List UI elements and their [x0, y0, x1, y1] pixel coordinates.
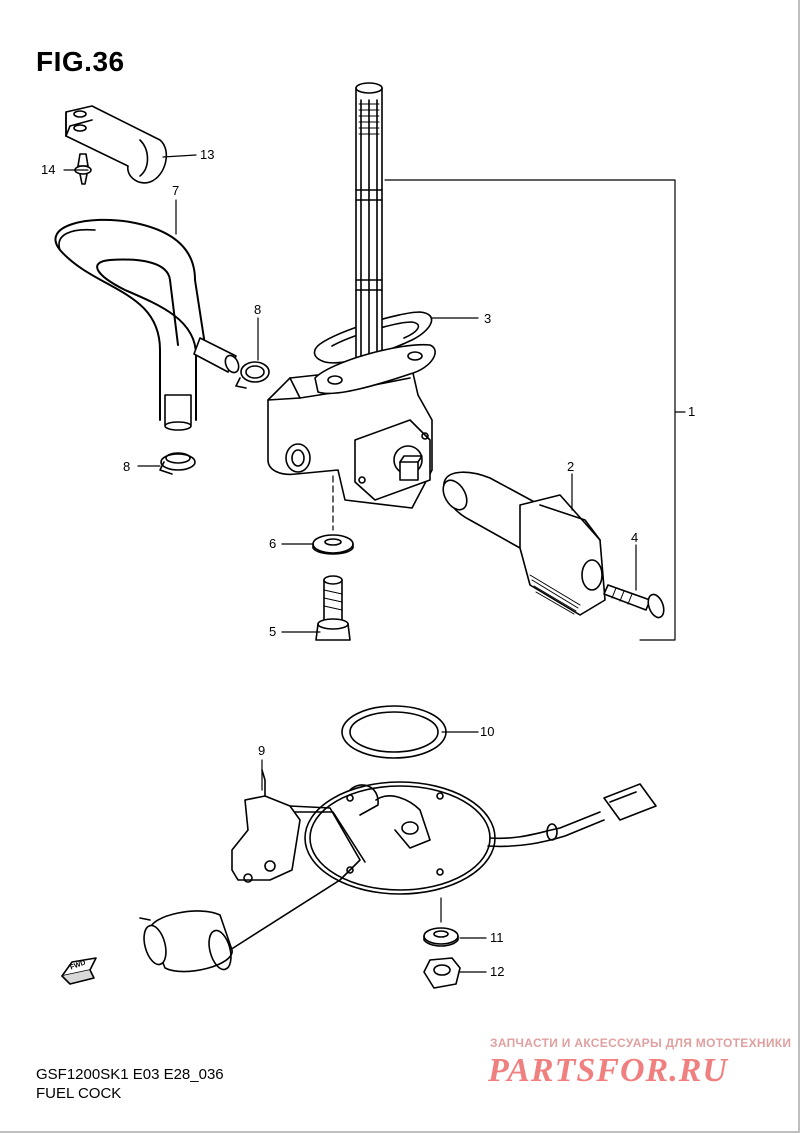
part-12-nut: [423, 957, 461, 989]
callout-5: 5: [269, 624, 277, 639]
watermark-tagline: ЗАПЧАСТИ И АКСЕССУАРЫ ДЛЯ МОТОТЕХНИКИ: [490, 1036, 792, 1050]
callout-10: 10: [480, 724, 495, 739]
watermark-brand: PARTSFOR.RU: [488, 1052, 728, 1089]
callout-7: 7: [172, 183, 180, 198]
part-8-hose-clamp-lower: [159, 452, 196, 475]
part-1-fuel-cock: [267, 82, 436, 509]
fwd-direction-arrow-icon: [61, 957, 97, 985]
callout-14: 14: [41, 162, 56, 177]
callout-13: 13: [200, 147, 215, 162]
diagram-caption: FUEL COCK: [36, 1085, 122, 1102]
part-8-hose-clamp-upper: [235, 361, 270, 389]
part-4-screw: [603, 584, 665, 619]
part-13-bracket: [65, 105, 168, 184]
callout-8-upper: 8: [254, 302, 262, 317]
callout-12: 12: [490, 964, 505, 979]
callout-4: 4: [631, 530, 639, 545]
diagram-code: GSF1200SK1 E03 E28_036: [36, 1066, 224, 1083]
part-6-washer: [312, 534, 354, 555]
figure-title: FIG.36: [36, 46, 125, 77]
callout-1: 1: [688, 404, 696, 419]
part-14-rivet: [74, 153, 92, 185]
part-7-fuel-hose: [54, 218, 240, 431]
callout-9: 9: [258, 743, 266, 758]
callout-6: 6: [269, 536, 277, 551]
leader-lines: [63, 154, 686, 973]
callout-11: 11: [490, 930, 504, 945]
part-2-lever: [442, 471, 606, 616]
callout-3: 3: [484, 311, 492, 326]
callout-2: 2: [567, 459, 575, 474]
part-11-washer: [423, 927, 459, 947]
part-9-fuel-gauge: [139, 769, 657, 973]
part-5-bolt: [315, 575, 351, 641]
part-10-o-ring: [341, 705, 447, 759]
callout-8-lower: 8: [123, 459, 131, 474]
